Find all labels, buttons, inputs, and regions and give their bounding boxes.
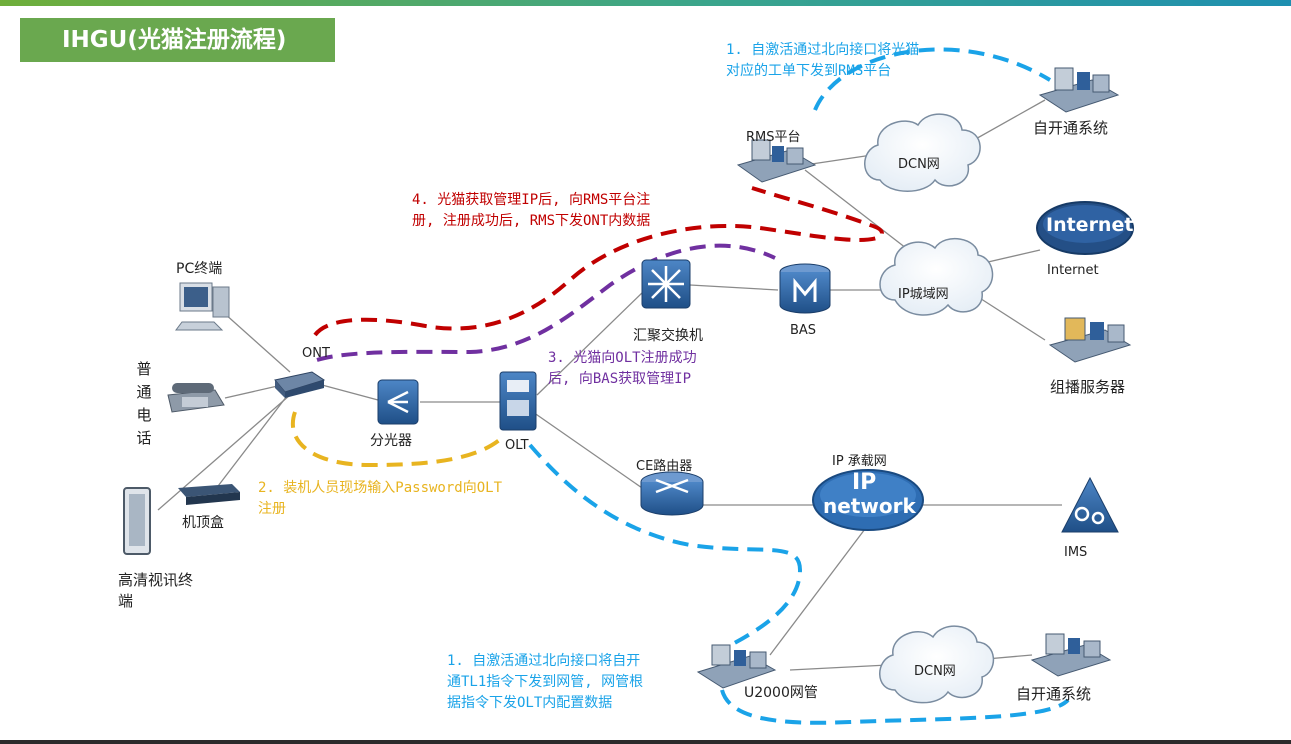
ims-icon	[1061, 476, 1119, 533]
auto-provision-server-bottom-icon	[1030, 633, 1112, 677]
flow-step4	[313, 186, 884, 337]
rms-label: RMS平台	[746, 130, 801, 145]
ip-network-label-line2: network	[823, 494, 916, 518]
telephone-icon	[167, 383, 225, 413]
hd-video-terminal-icon	[123, 487, 151, 555]
rms-server-icon	[736, 139, 817, 183]
ce-router-icon	[640, 471, 704, 516]
multicast-server-icon	[1048, 317, 1132, 363]
splitter-label: 分光器	[370, 433, 412, 449]
flow-step3	[316, 243, 776, 362]
internet-cloud-label: Internet	[1046, 214, 1134, 236]
u2000-label: U2000网管	[744, 685, 818, 701]
flow-step1-bottom	[528, 443, 1070, 725]
splitter-icon	[377, 379, 419, 425]
annotation-step2: 2. 装机人员现场输入Password向OLT 注册	[258, 480, 503, 517]
ce-router-label: CE路由器	[636, 459, 693, 474]
ip-metro-label: IP城域网	[898, 287, 949, 302]
stb-label: 机顶盒	[182, 515, 224, 531]
dcn-bottom-label: DCN网	[914, 664, 956, 679]
bas-icon	[779, 263, 831, 314]
pc-icon	[175, 282, 230, 331]
auto-provision-server-top-icon	[1038, 67, 1120, 113]
dcn-top-label: DCN网	[898, 157, 940, 172]
internet-cloud	[1036, 201, 1134, 255]
ip-bearer-label: IP 承载网	[832, 454, 887, 469]
hd-video-label: 高清视讯终端	[118, 571, 194, 610]
ont-label: ONT	[302, 346, 330, 361]
agg-switch-label: 汇聚交换机	[633, 328, 703, 344]
ip-network-label-line1: IP	[852, 470, 877, 495]
annotation-step3: 3. 光猫向OLT注册成功 后, 向BAS获取管理IP	[548, 350, 697, 387]
ip-network-cloud	[812, 469, 924, 531]
cloud-dcn-top	[864, 113, 981, 192]
set-top-box-icon	[178, 484, 240, 505]
annotation-step1-top: 1. 自激活通过北向接口将光猫 对应的工单下发到RMS平台	[726, 42, 920, 79]
internet-label: Internet	[1047, 263, 1099, 278]
aggregation-switch-icon	[641, 259, 691, 309]
flow-step1-top	[813, 47, 1052, 111]
pc-label: PC终端	[176, 261, 223, 277]
cloud-dcn-bottom	[879, 625, 995, 704]
auto-top-label: 自开通系统	[1033, 119, 1109, 137]
annotation-step1-bottom: 1. 自激活通过北向接口将自开 通TL1指令下发到网管, 网管根 据指令下发OL…	[447, 653, 644, 711]
flow-step2	[290, 411, 507, 468]
phone-label: 普通电话	[136, 360, 152, 447]
connection-lines	[157, 99, 1062, 671]
slide-title: IHGU(光猫注册流程)	[20, 18, 335, 62]
olt-icon	[499, 371, 537, 431]
cloud-ip-metro	[879, 237, 994, 316]
ont-icon	[274, 371, 326, 398]
multicast-label: 组播服务器	[1050, 378, 1126, 396]
bottom-border	[0, 740, 1291, 744]
top-accent-bar	[0, 0, 1291, 6]
ims-label: IMS	[1064, 545, 1088, 560]
annotation-step4: 4. 光猫获取管理IP后, 向RMS平台注 册, 注册成功后, RMS下发ONT…	[412, 192, 651, 229]
u2000-server-icon	[696, 644, 777, 689]
bas-label: BAS	[790, 323, 817, 338]
olt-label: OLT	[505, 438, 529, 453]
auto-bottom-label: 自开通系统	[1016, 685, 1092, 703]
